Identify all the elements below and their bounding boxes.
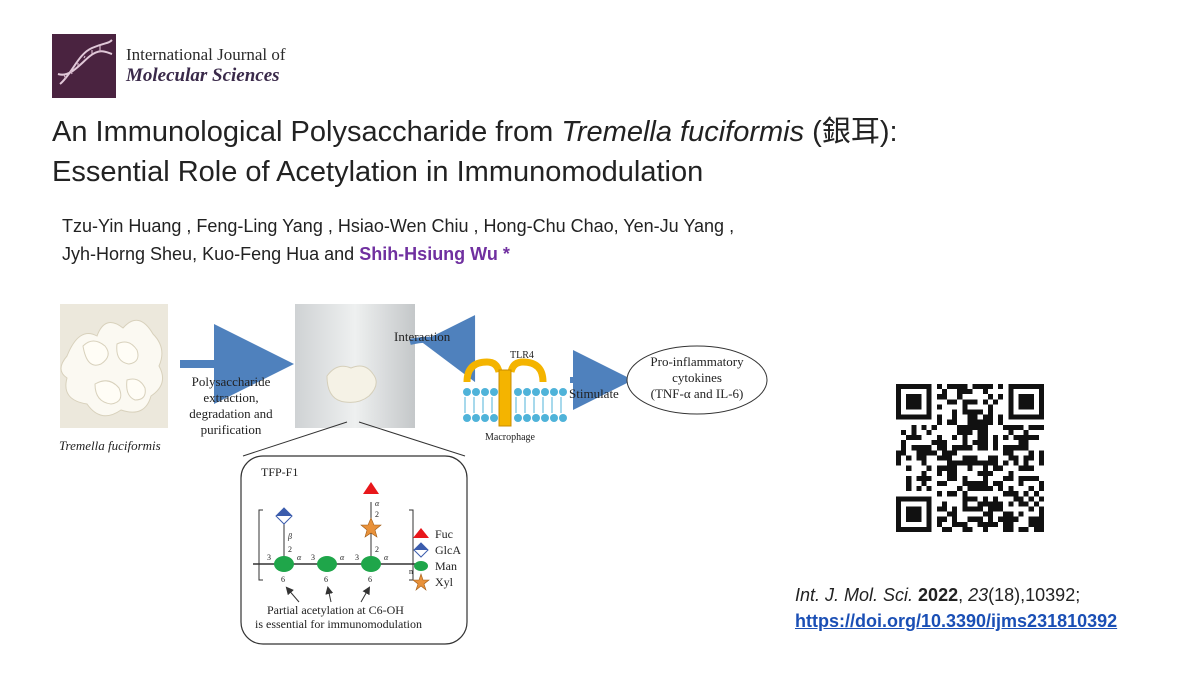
vial-photo <box>295 304 415 428</box>
acetyl-arrow-icon <box>325 586 334 603</box>
title-line2: Essential Role of Acetylation in Immunom… <box>52 156 704 188</box>
process-line-1: Polysaccharide <box>192 374 271 389</box>
pos2-label-2: 2 <box>375 510 379 519</box>
membrane-icon <box>463 388 567 422</box>
citation-volume: 23 <box>968 585 989 605</box>
man-circle-icon <box>274 556 294 572</box>
citation-journal: Int. J. Mol. Sci. <box>795 585 914 605</box>
fuc-triangle-icon <box>363 482 379 494</box>
pos6-label-3: 6 <box>368 575 372 584</box>
structure-inset <box>240 455 468 645</box>
dna-logo-icon <box>52 34 116 98</box>
qr-code-icon[interactable] <box>896 384 1044 532</box>
stimulate-label: Stimulate <box>569 386 619 401</box>
pos6-label-2: 6 <box>324 575 328 584</box>
caption-line-1: Partial acetylation at C6-OH <box>267 603 404 617</box>
legend-glca-icon <box>413 542 429 558</box>
corresponding-author: Shih-Hsiung Wu * <box>359 244 510 264</box>
beta-label-1: β <box>287 532 292 541</box>
legend-man-label: Man <box>435 559 457 573</box>
legend-xyl-icon <box>412 573 430 591</box>
acetyl-arrow-icon <box>285 586 300 603</box>
legend-xyl-label: Xyl <box>435 575 454 589</box>
journal-name-line1: International Journal of <box>126 45 286 65</box>
journal-name: International Journal of Molecular Scien… <box>126 45 286 86</box>
legend-man-icon <box>414 561 428 571</box>
man-circle-icon <box>361 556 381 572</box>
tlr4-receptor-icon <box>463 358 547 427</box>
species-label: Tremella fuciformis <box>59 438 161 453</box>
process-line-3: degradation and <box>189 406 273 421</box>
polysaccharide-structure: n β 2 α 2 2 3 α 3 α 3 α <box>253 482 417 603</box>
doi-link[interactable]: https://doi.org/10.3390/ijms231810392 <box>795 611 1118 631</box>
pos2-label-3: 2 <box>375 545 379 554</box>
legend-fuc-icon <box>413 528 429 538</box>
cytokines-line-1: Pro-inflammatory <box>650 354 744 369</box>
pos3-label-2: 3 <box>311 553 315 562</box>
pos3-label-3: 3 <box>355 553 359 562</box>
citation-year: 2022 <box>918 585 959 605</box>
repeat-n-label: n <box>409 567 413 576</box>
journal-logo: International Journal of Molecular Scien… <box>52 34 286 98</box>
authors-line2: Jyh-Horng Sheu, Kuo-Feng Hua and <box>62 244 360 264</box>
journal-name-line2: Molecular Sciences <box>126 64 280 86</box>
acetyl-arrow-icon <box>360 586 370 603</box>
legend-fuc-label: Fuc <box>435 527 453 541</box>
citation-issue-article: (18),10392; <box>988 585 1081 605</box>
legend-glca-label: GlcA <box>435 543 461 557</box>
alpha-label-3: α <box>384 553 389 562</box>
pos3-label-1: 3 <box>267 553 271 562</box>
inset-caption: Partial acetylation at C6-OH is essentia… <box>255 603 422 631</box>
monosaccharide-legend: Fuc GlcA Man Xyl <box>412 527 461 591</box>
title-part2: (銀耳): <box>804 116 898 148</box>
man-circle-icon <box>317 556 337 572</box>
xyl-star-icon <box>360 517 382 538</box>
receptor-label: TLR4 <box>510 350 534 361</box>
title-part1: An Immunological Polysaccharide from <box>52 116 562 148</box>
alpha-label-top: α <box>375 499 380 508</box>
cytokines-line-3: (TNF-α and IL-6) <box>651 386 744 401</box>
process-line-4: purification <box>201 422 262 437</box>
citation: Int. J. Mol. Sci. 2022, 23(18),10392; ht… <box>795 585 1118 631</box>
graphical-abstract: Tremella fuciformis Polysaccharide extra… <box>55 296 795 648</box>
process-line-2: extraction, <box>203 390 258 405</box>
zoom-line-right <box>358 421 466 457</box>
pos2-label-1: 2 <box>288 545 292 554</box>
alpha-label-1: α <box>297 553 302 562</box>
alpha-label-2: α <box>340 553 345 562</box>
authors-line1: Tzu-Yin Huang , Feng-Ling Yang , Hsiao-W… <box>62 216 735 236</box>
paper-title: An Immunological Polysaccharide from Tre… <box>52 112 1152 192</box>
interaction-arrow-icon <box>409 315 476 383</box>
interaction-label: Interaction <box>394 329 451 344</box>
cytokines-label: Pro-inflammatory cytokines (TNF-α and IL… <box>650 354 744 401</box>
title-species: Tremella fuciformis <box>561 116 805 148</box>
pos6-label-1: 6 <box>281 575 285 584</box>
inset-title: TFP-F1 <box>261 465 298 479</box>
zoom-line-left <box>242 421 348 457</box>
cell-label: Macrophage <box>485 432 536 443</box>
fungus-photo <box>60 304 168 428</box>
graphical-abstract-svg: Tremella fuciformis Polysaccharide extra… <box>59 304 768 645</box>
glca-diamond-icon <box>275 507 293 525</box>
caption-line-2: is essential for immunomodulation <box>255 617 422 631</box>
process-label: Polysaccharide extraction, degradation a… <box>189 374 273 437</box>
cytokines-ellipse <box>626 345 768 415</box>
cytokines-line-2: cytokines <box>672 370 722 385</box>
author-list: Tzu-Yin Huang , Feng-Ling Yang , Hsiao-W… <box>62 212 734 268</box>
